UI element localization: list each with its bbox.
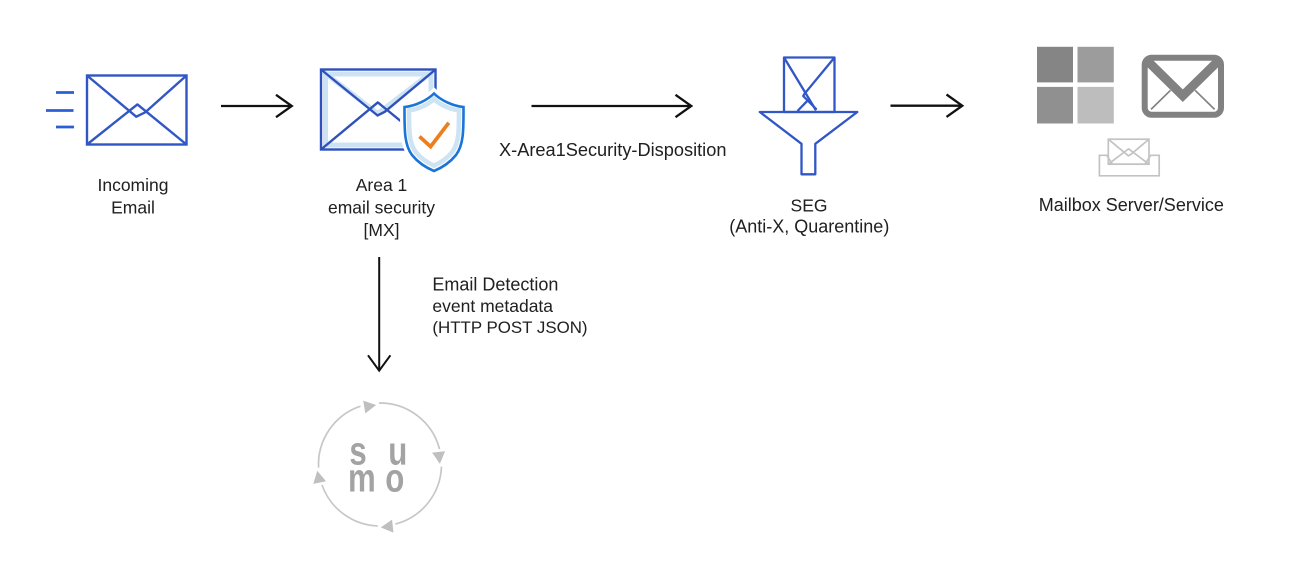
svg-text:(HTTP POST JSON): (HTTP POST JSON)	[432, 318, 587, 337]
svg-text:[MX]: [MX]	[364, 220, 400, 240]
svg-text:Area 1: Area 1	[356, 175, 408, 195]
svg-text:Email: Email	[111, 198, 155, 218]
svg-text:s: s	[349, 429, 366, 474]
svg-text:Email Detection: Email Detection	[432, 275, 558, 295]
svg-text:Incoming: Incoming	[97, 175, 168, 195]
svg-text:X-Area1Security-Disposition: X-Area1Security-Disposition	[499, 140, 726, 160]
svg-text:o: o	[385, 456, 404, 501]
svg-text:Mailbox Server/Service: Mailbox Server/Service	[1039, 195, 1224, 215]
svg-text:SEG: SEG	[791, 196, 828, 216]
svg-text:u: u	[388, 429, 407, 474]
svg-text:email security: email security	[328, 198, 435, 218]
svg-text:event metadata: event metadata	[432, 296, 553, 316]
svg-text:m: m	[348, 456, 376, 501]
svg-text:(Anti-X, Quarentine): (Anti-X, Quarentine)	[729, 216, 889, 236]
